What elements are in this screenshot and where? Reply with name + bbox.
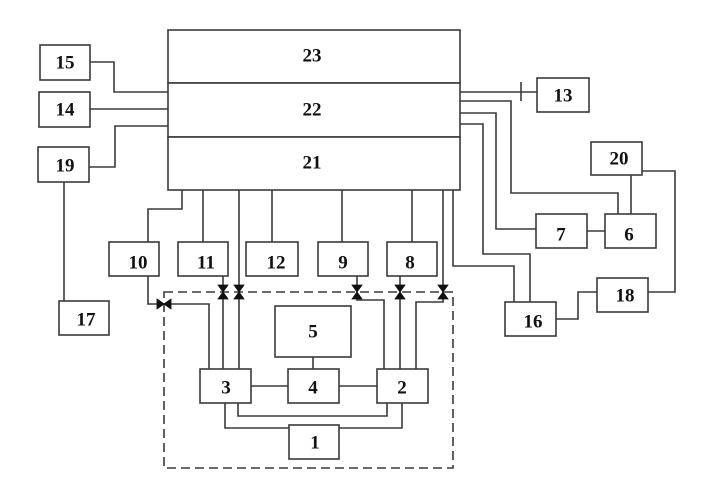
block-10-group: 10 bbox=[108, 241, 160, 277]
block-8-group: 8 bbox=[386, 241, 438, 277]
block-10 bbox=[108, 241, 160, 277]
valve-icon-11 bbox=[217, 284, 229, 300]
main-unit: 23 22 21 bbox=[167, 29, 461, 191]
block-21 bbox=[167, 136, 461, 191]
block-8 bbox=[386, 241, 438, 277]
block-12-group: 12 bbox=[245, 241, 299, 277]
block-15-label: 15 bbox=[56, 53, 75, 74]
block-16-group: 16 bbox=[504, 301, 557, 337]
connector-9-2 bbox=[356, 276, 385, 369]
block-15-group: 15 bbox=[39, 44, 91, 81]
block-1 bbox=[288, 424, 340, 460]
valve-icon-9 bbox=[351, 284, 363, 300]
block-13-group: 13 bbox=[536, 77, 590, 113]
block-7-label: 7 bbox=[556, 225, 566, 246]
block-23-label: 23 bbox=[303, 46, 322, 67]
connector-22-6 bbox=[460, 100, 619, 214]
block-20 bbox=[590, 141, 643, 176]
connector-18-16 bbox=[556, 291, 597, 320]
block-22 bbox=[167, 82, 461, 138]
connector-21-2 bbox=[415, 190, 444, 369]
block-23 bbox=[167, 29, 461, 84]
block-7 bbox=[535, 213, 588, 249]
block-20-group: 20 bbox=[590, 141, 643, 176]
block-19-label: 19 bbox=[56, 156, 75, 177]
connections bbox=[63, 61, 676, 429]
block-1-label: 1 bbox=[310, 433, 320, 454]
block-17-group: 17 bbox=[58, 300, 110, 336]
connector-22-16 bbox=[460, 123, 531, 302]
block-9-group: 9 bbox=[317, 241, 369, 277]
valve-icon-10 bbox=[156, 298, 172, 310]
connector-15-22 bbox=[90, 61, 168, 93]
block-14 bbox=[38, 91, 91, 128]
connector-valve-3 bbox=[164, 303, 210, 369]
block-1-group: 1 bbox=[288, 424, 340, 460]
connector-22-7 bbox=[460, 112, 536, 230]
valves bbox=[156, 284, 449, 310]
connector-10-valve bbox=[147, 276, 164, 305]
block-4-group: 4 bbox=[287, 368, 340, 404]
block-5-group: 5 bbox=[274, 305, 352, 358]
connector-1-2 bbox=[339, 403, 403, 429]
block-7-group: 7 bbox=[535, 213, 588, 249]
block-11-group: 11 bbox=[177, 241, 229, 277]
block-20-label: 20 bbox=[610, 149, 629, 170]
block-14-label: 14 bbox=[56, 100, 76, 121]
block-21-label: 21 bbox=[303, 153, 322, 174]
block-14-group: 14 bbox=[38, 91, 91, 128]
block-2-group: 2 bbox=[376, 368, 429, 404]
block-18-group: 18 bbox=[596, 277, 649, 313]
block-2-label: 2 bbox=[397, 378, 407, 399]
block-13 bbox=[536, 77, 590, 113]
valve-icon-21-left bbox=[233, 284, 245, 300]
block-3-label: 3 bbox=[221, 378, 231, 399]
block-19 bbox=[37, 146, 90, 183]
block-17-label: 17 bbox=[77, 310, 97, 331]
block-12-label: 12 bbox=[267, 253, 286, 274]
block-13-label: 13 bbox=[554, 86, 573, 107]
block-8-label: 8 bbox=[405, 253, 415, 274]
connector-21-10 bbox=[147, 190, 183, 242]
block-11 bbox=[177, 241, 229, 277]
connector-19-22 bbox=[89, 125, 168, 168]
block-6-label: 6 bbox=[624, 225, 634, 246]
block-16-label: 16 bbox=[524, 312, 543, 333]
block-5-label: 5 bbox=[308, 322, 318, 343]
block-11-label: 11 bbox=[197, 253, 215, 274]
valve-icon-21-right bbox=[437, 284, 449, 300]
valve-icon-8 bbox=[394, 284, 406, 300]
block-17 bbox=[58, 300, 110, 336]
block-18 bbox=[596, 277, 649, 313]
connector-20-18 bbox=[642, 170, 676, 293]
block-12 bbox=[245, 241, 299, 277]
block-4-label: 4 bbox=[308, 378, 318, 399]
block-19-group: 19 bbox=[37, 146, 90, 183]
block-22-label: 22 bbox=[303, 100, 322, 121]
block-6 bbox=[604, 213, 657, 249]
block-9-label: 9 bbox=[338, 253, 348, 274]
connector-3-2 bbox=[237, 403, 388, 417]
block-16 bbox=[504, 301, 557, 337]
block-6-group: 6 bbox=[604, 213, 657, 249]
dashed-enclosure bbox=[163, 291, 454, 469]
block-3-group: 3 bbox=[199, 368, 252, 404]
connector-21-16 bbox=[452, 190, 515, 302]
block-5 bbox=[274, 305, 352, 358]
block-10-label: 10 bbox=[129, 253, 148, 274]
block-9 bbox=[317, 241, 369, 277]
connector-3-1 bbox=[224, 403, 289, 429]
block-18-label: 18 bbox=[616, 286, 635, 307]
